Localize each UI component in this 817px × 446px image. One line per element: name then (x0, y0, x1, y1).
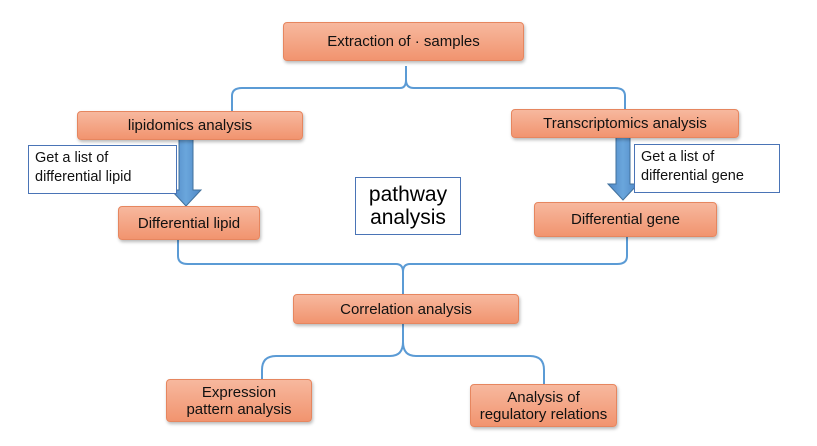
expression-pattern-label: Expression pattern analysis (186, 383, 292, 418)
differential-lipid-label: Differential lipid (137, 214, 241, 232)
lipidomics-label: lipidomics analysis (127, 117, 253, 134)
pathway-analysis-label-box: pathway analysis (355, 177, 461, 235)
top-brace-connector (231, 66, 626, 112)
gene-list-label: Get a list of differential gene (641, 149, 744, 184)
regulatory-relations-label: Analysis of regulatory relations (479, 388, 608, 423)
middle-brace-connector (177, 237, 628, 294)
lipidomics-node: lipidomics analysis (77, 111, 303, 140)
differential-lipid-node: Differential lipid (118, 206, 260, 240)
bottom-brace-connector (261, 324, 545, 384)
regulatory-relations-node: Analysis of regulatory relations (470, 384, 617, 427)
pathway-analysis-label: pathway analysis (368, 183, 448, 229)
correlation-node: Correlation analysis (293, 294, 519, 324)
extraction-node: Extraction of · samples (283, 22, 524, 61)
down-arrow-gene-icon (606, 136, 640, 201)
lipid-list-label: Get a list of differential lipid (35, 150, 132, 185)
down-arrow-lipid-icon (169, 138, 203, 207)
differential-gene-label: Differential gene (571, 211, 680, 228)
correlation-label: Correlation analysis (340, 300, 472, 318)
lipid-list-note: Get a list of differential lipid (28, 145, 177, 194)
expression-pattern-node: Expression pattern analysis (166, 379, 312, 422)
transcriptomics-label: Transcriptomics analysis (543, 115, 707, 132)
gene-list-note: Get a list of differential gene (634, 144, 780, 193)
differential-gene-node: Differential gene (534, 202, 717, 237)
transcriptomics-node: Transcriptomics analysis (511, 109, 739, 138)
extraction-label: Extraction of · samples (327, 33, 480, 50)
